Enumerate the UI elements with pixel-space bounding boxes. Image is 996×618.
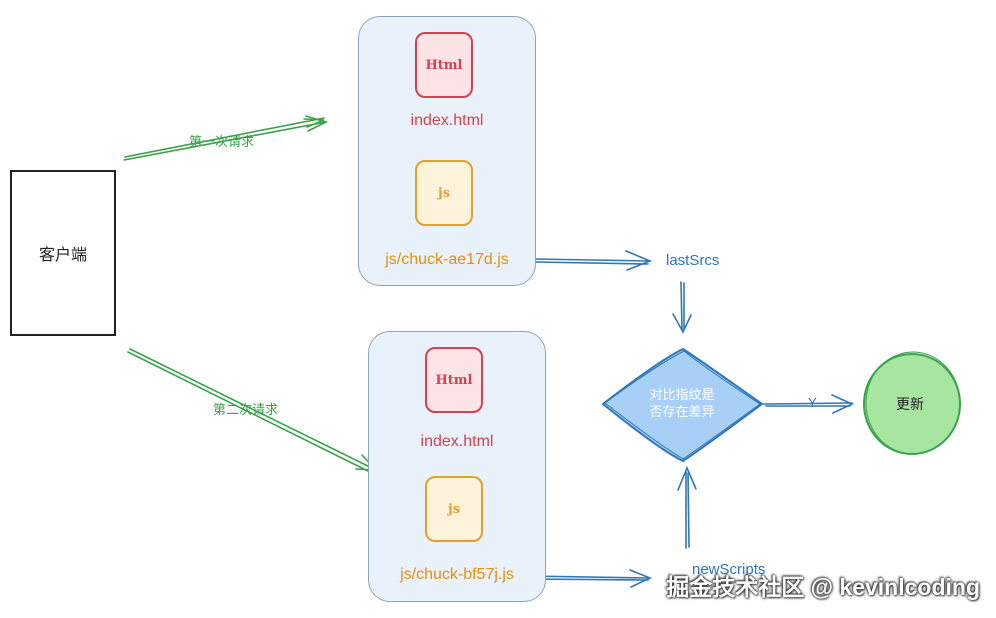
new-scripts-label: newScripts xyxy=(692,561,766,578)
panel2-html-filename: index.html xyxy=(420,433,494,450)
lastsrcs-to-decision-arrow xyxy=(672,281,692,334)
update-label: 更新 xyxy=(896,396,924,412)
yes-label: Y xyxy=(808,395,817,410)
newscripts-arrow xyxy=(527,569,652,588)
panel1-js-filename: js/chuck-ae17d.js xyxy=(385,251,509,268)
html-file-icon: Html xyxy=(415,32,473,98)
watermark: 掘金技术社区 @ kevinlcoding xyxy=(666,574,980,600)
panel1-html-filename: index.html xyxy=(410,112,484,129)
client-box: 客户端 xyxy=(10,170,116,336)
lastsrcs-arrow xyxy=(533,250,653,271)
html-icon-text: Html xyxy=(435,372,473,388)
panel2-js-filename: js/chuck-bf57j.js xyxy=(400,566,514,583)
request1-arrow xyxy=(123,115,329,161)
newscripts-to-decision-arrow xyxy=(677,465,697,549)
js-icon-text: js xyxy=(447,501,461,517)
decision-to-update-arrow xyxy=(763,394,854,414)
last-srcs-label: lastSrcs xyxy=(666,252,720,269)
decision-diamond xyxy=(601,347,764,463)
js-icon-text: js xyxy=(437,185,451,201)
html-file-icon: Html xyxy=(425,347,483,413)
decision-text: 对比指纹是 否存在差异 xyxy=(622,386,742,420)
decision-line-2: 否存在差异 xyxy=(649,404,715,419)
html-icon-text: Html xyxy=(425,57,463,73)
decision-line-1: 对比指纹是 xyxy=(649,387,715,402)
request1-label: 第一次请求 xyxy=(189,134,255,149)
request2-label: 第二次请求 xyxy=(213,402,279,417)
client-label: 客户端 xyxy=(38,247,87,264)
js-file-icon: js xyxy=(425,476,483,542)
js-file-icon: js xyxy=(415,160,473,226)
